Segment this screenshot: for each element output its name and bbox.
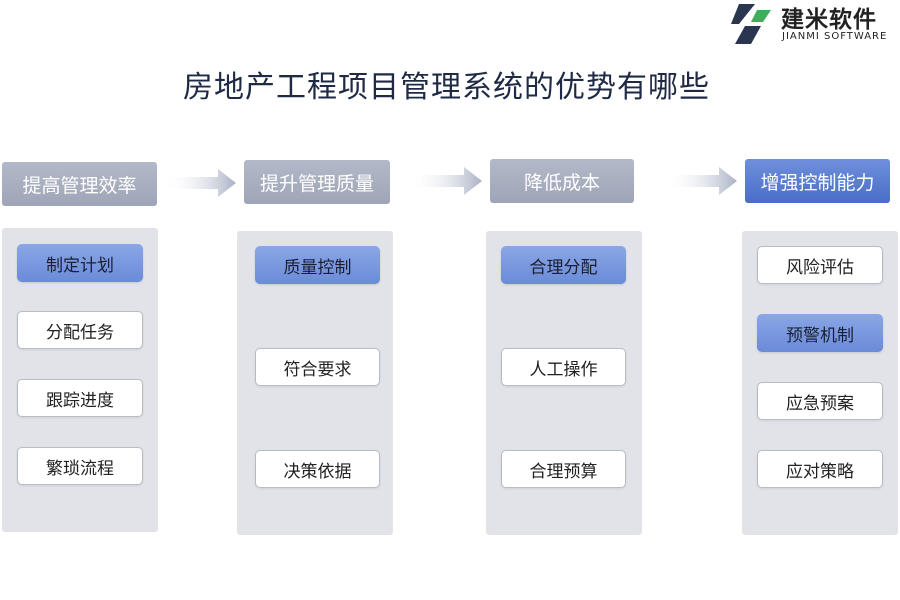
list-item: 符合要求 [255,348,380,386]
list-item: 跟踪进度 [17,379,143,417]
column-header-control: 增强控制能力 [745,159,890,203]
list-item: 决策依据 [255,450,380,488]
list-item: 应急预案 [757,382,883,420]
list-item: 合理分配 [501,246,626,284]
column-header-cost: 降低成本 [490,159,634,203]
list-item: 合理预算 [501,450,626,488]
arrow-right-icon [410,167,482,195]
list-item: 繁琐流程 [17,447,143,485]
list-item: 质量控制 [255,246,380,284]
column-header-efficiency: 提高管理效率 [2,162,157,206]
list-item: 制定计划 [17,244,143,282]
list-item: 风险评估 [757,246,883,284]
jianmi-logo-icon [731,4,771,44]
logo-name-en: JIANMI SOFTWARE [782,31,888,42]
column-header-quality: 提升管理质量 [244,160,390,204]
list-item: 应对策略 [757,450,883,488]
arrow-right-icon [164,169,236,197]
page-title: 房地产工程项目管理系统的优势有哪些 [183,70,710,105]
list-item: 人工操作 [501,348,626,386]
list-item: 预警机制 [757,314,883,352]
list-item: 分配任务 [17,311,143,349]
brand-logo: 建米软件 JIANMI SOFTWARE [725,0,900,48]
arrow-right-icon [665,167,737,195]
logo-name-cn: 建米软件 [781,7,877,33]
